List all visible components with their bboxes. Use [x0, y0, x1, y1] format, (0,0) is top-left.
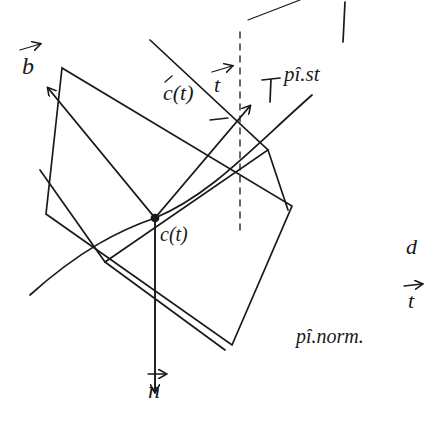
plane-label: pî.st	[284, 64, 320, 85]
curve-derivative-label: c(t)	[163, 82, 194, 104]
note-fragment: t	[408, 290, 414, 312]
note-fragment: d	[406, 236, 417, 258]
vector-label: n	[148, 378, 160, 402]
plane-label: pî.norm.	[296, 326, 364, 346]
vector-label: b	[22, 54, 34, 78]
vector-label: t	[214, 74, 220, 96]
point-label: c(t)	[160, 224, 188, 244]
